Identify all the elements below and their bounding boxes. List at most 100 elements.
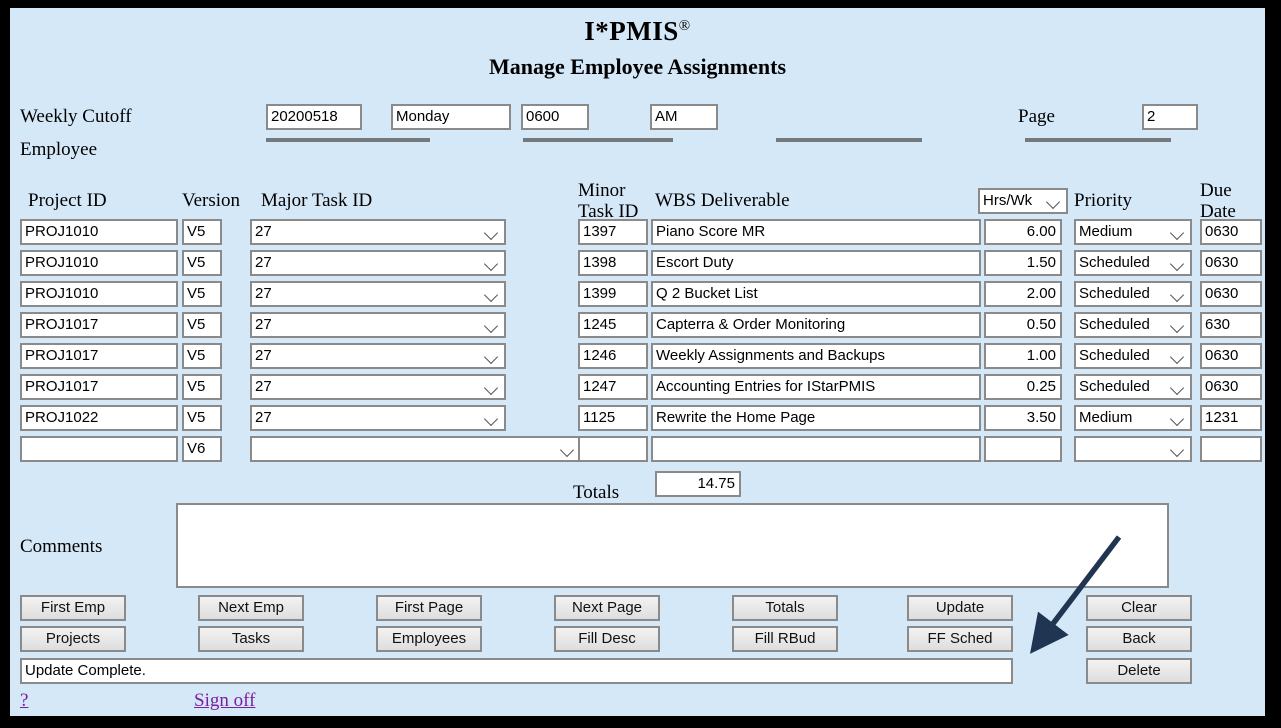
cutoff-day-field[interactable]: Monday	[391, 104, 511, 130]
cutoff-meridiem-field[interactable]: AM	[650, 104, 718, 130]
cutoff-date-field[interactable]: 20200518	[266, 104, 362, 130]
totals-button[interactable]: Totals	[732, 595, 838, 621]
row-hours[interactable]: 1.00	[984, 343, 1062, 369]
row-version[interactable]: V5	[182, 343, 222, 369]
row-hours[interactable]: 0.50	[984, 312, 1062, 338]
first-page-button[interactable]: First Page	[376, 595, 482, 621]
row-priority-value: Scheduled	[1079, 378, 1150, 395]
row-project-id[interactable]: PROJ1017	[20, 374, 178, 400]
clear-button[interactable]: Clear	[1086, 595, 1192, 621]
employee-extra-field-2[interactable]	[1025, 138, 1171, 142]
row-major-task-id[interactable]: 27	[250, 312, 506, 338]
fill-desc-button[interactable]: Fill Desc	[554, 626, 660, 652]
employees-button[interactable]: Employees	[376, 626, 482, 652]
first-emp-button[interactable]: First Emp	[20, 595, 126, 621]
row-project-id[interactable]: PROJ1022	[20, 405, 178, 431]
row-priority[interactable]: Scheduled	[1074, 312, 1192, 338]
row-due-date[interactable]: 0630	[1200, 343, 1262, 369]
update-button[interactable]: Update	[907, 595, 1013, 621]
employee-extra-field-1[interactable]	[776, 138, 922, 142]
row-priority[interactable]: Scheduled	[1074, 343, 1192, 369]
row-version[interactable]: V5	[182, 374, 222, 400]
row-project-id[interactable]: PROJ1010	[20, 250, 178, 276]
row-major-task-id[interactable]: 27	[250, 405, 506, 431]
column-header-version: Version	[182, 190, 241, 211]
row-major-task-id[interactable]: 27	[250, 374, 506, 400]
row-major-task-id-value: 27	[255, 347, 272, 364]
row-priority[interactable]: Scheduled	[1074, 281, 1192, 307]
row-due-date[interactable]: 0630	[1200, 281, 1262, 307]
row-due-date[interactable]: 0630	[1200, 219, 1262, 245]
row-hours[interactable]: 6.00	[984, 219, 1062, 245]
row-priority[interactable]: Scheduled	[1074, 250, 1192, 276]
row-project-id[interactable]: PROJ1017	[20, 312, 178, 338]
row-minor-task-id[interactable]	[578, 436, 648, 462]
hrs-per-week-select[interactable]: Hrs/Wk	[978, 188, 1068, 214]
row-priority[interactable]: Medium	[1074, 219, 1192, 245]
row-hours[interactable]: 0.25	[984, 374, 1062, 400]
row-version[interactable]: V5	[182, 281, 222, 307]
row-hours[interactable]: 2.00	[984, 281, 1062, 307]
row-minor-task-id[interactable]: 1397	[578, 219, 648, 245]
row-priority[interactable]: Scheduled	[1074, 374, 1192, 400]
chevron-down-icon	[1171, 283, 1185, 305]
row-project-id[interactable]: PROJ1010	[20, 219, 178, 245]
row-minor-task-id[interactable]: 1398	[578, 250, 648, 276]
page-number-field[interactable]: 2	[1142, 104, 1198, 130]
row-due-date[interactable]: 0630	[1200, 250, 1262, 276]
row-wbs-deliverable[interactable]: Q 2 Bucket List	[651, 281, 981, 307]
next-page-button[interactable]: Next Page	[554, 595, 660, 621]
row-priority[interactable]	[1074, 436, 1192, 462]
row-version[interactable]: V6	[182, 436, 222, 462]
help-link[interactable]: ?	[20, 690, 29, 711]
row-major-task-id[interactable]: 27	[250, 343, 506, 369]
chevron-down-icon	[1047, 190, 1061, 212]
row-due-date[interactable]: 0630	[1200, 374, 1262, 400]
row-wbs-deliverable[interactable]: Piano Score MR	[651, 219, 981, 245]
projects-button[interactable]: Projects	[20, 626, 126, 652]
row-project-id[interactable]	[20, 436, 178, 462]
row-hours[interactable]: 3.50	[984, 405, 1062, 431]
back-button[interactable]: Back	[1086, 626, 1192, 652]
row-priority[interactable]: Medium	[1074, 405, 1192, 431]
chevron-down-icon	[485, 252, 499, 274]
row-version[interactable]: V5	[182, 250, 222, 276]
row-wbs-deliverable[interactable]: Accounting Entries for IStarPMIS	[651, 374, 981, 400]
row-wbs-deliverable[interactable]	[651, 436, 981, 462]
row-version[interactable]: V5	[182, 405, 222, 431]
row-due-date[interactable]: 1231	[1200, 405, 1262, 431]
delete-button[interactable]: Delete	[1086, 658, 1192, 684]
row-version[interactable]: V5	[182, 312, 222, 338]
next-emp-button[interactable]: Next Emp	[198, 595, 304, 621]
cutoff-time-field[interactable]: 0600	[521, 104, 589, 130]
row-major-task-id[interactable]: 27	[250, 250, 506, 276]
tasks-button[interactable]: Tasks	[198, 626, 304, 652]
row-due-date[interactable]: 630	[1200, 312, 1262, 338]
row-minor-task-id[interactable]: 1125	[578, 405, 648, 431]
row-wbs-deliverable[interactable]: Rewrite the Home Page	[651, 405, 981, 431]
ff-sched-button[interactable]: FF Sched	[907, 626, 1013, 652]
page-label: Page	[1018, 106, 1055, 127]
row-wbs-deliverable[interactable]: Capterra & Order Monitoring	[651, 312, 981, 338]
row-minor-task-id[interactable]: 1399	[578, 281, 648, 307]
signoff-link[interactable]: Sign off	[194, 690, 256, 711]
row-hours[interactable]: 1.50	[984, 250, 1062, 276]
row-minor-task-id[interactable]: 1246	[578, 343, 648, 369]
row-version[interactable]: V5	[182, 219, 222, 245]
employee-name-field[interactable]	[523, 138, 673, 142]
row-wbs-deliverable[interactable]: Escort Duty	[651, 250, 981, 276]
row-major-task-id[interactable]: 27	[250, 281, 506, 307]
hrs-per-week-label: Hrs/Wk	[983, 192, 1033, 209]
row-major-task-id[interactable]	[250, 436, 582, 462]
row-due-date[interactable]	[1200, 436, 1262, 462]
row-wbs-deliverable[interactable]: Weekly Assignments and Backups	[651, 343, 981, 369]
comments-textarea[interactable]	[176, 503, 1169, 588]
row-project-id[interactable]: PROJ1010	[20, 281, 178, 307]
row-major-task-id[interactable]: 27	[250, 219, 506, 245]
row-minor-task-id[interactable]: 1245	[578, 312, 648, 338]
employee-id-field[interactable]	[266, 138, 430, 142]
row-project-id[interactable]: PROJ1017	[20, 343, 178, 369]
row-hours[interactable]	[984, 436, 1062, 462]
fill-rbud-button[interactable]: Fill RBud	[732, 626, 838, 652]
row-minor-task-id[interactable]: 1247	[578, 374, 648, 400]
